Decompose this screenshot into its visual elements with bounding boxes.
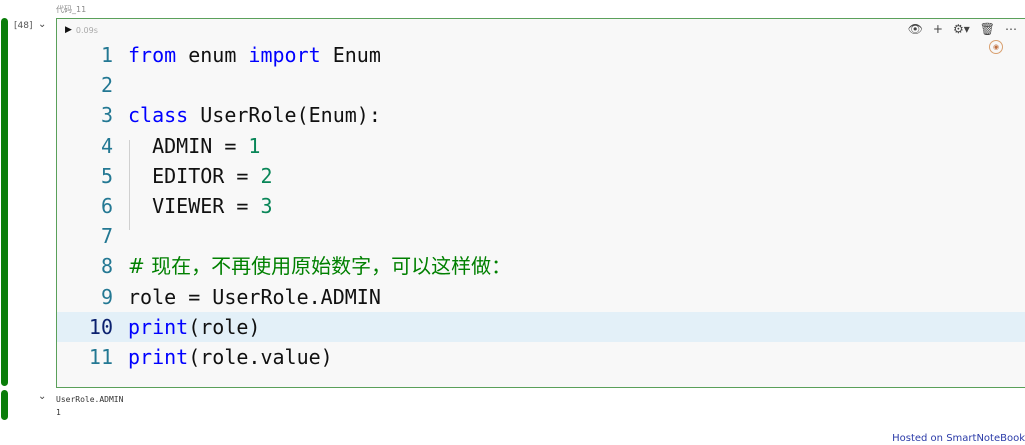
cell-output: UserRole.ADMIN 1 [56, 393, 123, 419]
code-line: 4 ADMIN = 1 [100, 133, 261, 158]
trash-icon[interactable]: 🗑 [979, 22, 995, 36]
execution-count: [48] [14, 21, 33, 31]
collapse-output-chevron-icon[interactable]: ⌄ [38, 391, 47, 402]
settings-dropdown-icon[interactable]: ⚙▾ [952, 22, 970, 36]
output-line: UserRole.ADMIN [56, 395, 124, 404]
code-line: 7 [100, 224, 113, 249]
cell-execution-bar[interactable] [1, 18, 8, 386]
output-line: 1 [56, 408, 61, 417]
hosted-on-link[interactable]: Hosted on SmartNoteBook [892, 433, 1025, 444]
run-status: ▶ 0.09s [65, 25, 98, 35]
run-time: 0.09s [75, 25, 98, 35]
code-line: 2 [100, 73, 113, 98]
cell-toolbar: 👁 + ⚙▾ 🗑 ⋯ [908, 22, 1017, 36]
run-button-play-icon[interactable]: ▶ [65, 25, 72, 35]
plus-icon[interactable]: + [932, 22, 943, 36]
collapse-cell-chevron-icon[interactable]: ⌄ [38, 19, 47, 30]
eye-icon[interactable]: 👁 [907, 22, 923, 36]
code-line: 6 VIEWER = 3 [100, 193, 273, 218]
code-line: 5 EDITOR = 2 [100, 163, 273, 188]
indent-guide [129, 140, 130, 230]
cell-label: 代码_11 [56, 5, 87, 14]
more-icon[interactable]: ⋯ [1005, 22, 1017, 36]
output-execution-bar[interactable] [1, 390, 8, 420]
code-line: 8# 现在，不再使用原始数字，可以这样做： [100, 254, 512, 279]
status-badge-icon[interactable]: ◉ [989, 40, 1003, 54]
